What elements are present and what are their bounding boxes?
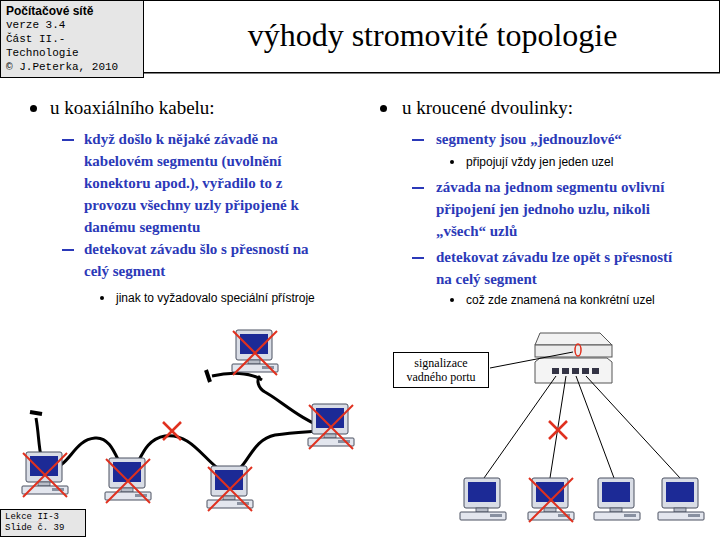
header-box: Počítačové sítěverze 3.4Část II.-Technol… xyxy=(0,0,144,78)
node-text: signalizace vadného portu xyxy=(398,356,484,384)
bullet-marker xyxy=(380,105,387,112)
bullet-text: připojují vždy jen jeden uzel xyxy=(466,152,706,172)
bullet-text: detekovat závadu lze opět s přesností na… xyxy=(436,246,686,290)
leader-line xyxy=(490,352,573,368)
node-text: Počítačové sítě xyxy=(6,4,138,18)
callout-box: signalizace vadného portu xyxy=(393,352,489,388)
hub-icon xyxy=(535,333,612,383)
bullet-marker xyxy=(30,105,37,112)
footer-box: Lekce II-3Slide č. 39 xyxy=(0,509,86,537)
bullet-heading: u kroucené dvoulinky: xyxy=(402,97,702,119)
bullet-text: závada na jednom segmentu ovlivní připoj… xyxy=(436,176,676,242)
node-text: © J.Peterka, 2010 xyxy=(6,60,138,74)
dash-marker xyxy=(62,139,74,141)
dash-marker xyxy=(62,249,74,251)
node-text: Slide č. 39 xyxy=(5,523,81,534)
bullet-marker xyxy=(450,160,454,164)
computer-icon xyxy=(460,478,704,520)
bullet-text: detekovat závadu šlo s přesností na celý… xyxy=(84,238,334,282)
node-text: Lekce II-3 xyxy=(5,512,81,523)
dash-marker xyxy=(412,257,424,259)
bullet-text: segmenty jsou „jednouzlové“ xyxy=(436,128,706,150)
failure-cross xyxy=(23,331,353,511)
failure-cross xyxy=(529,421,573,522)
bullet-text: když došlo k nějaké závadě na kabelovém … xyxy=(84,128,334,238)
dash-marker xyxy=(412,139,424,141)
dash-marker xyxy=(412,187,424,189)
bullet-marker xyxy=(100,296,104,300)
bullet-marker xyxy=(450,298,454,302)
slide-title: výhody stromovité topologie xyxy=(145,16,720,54)
bullet-text: jinak to vyžadovalo speciální přístroje xyxy=(116,288,316,308)
bullet-text: což zde znamená na konkrétní uzel xyxy=(466,290,676,310)
coax-segment xyxy=(30,370,330,474)
bullet-heading: u koaxiálního kabelu: xyxy=(50,97,340,119)
node-text: Část II.-Technologie xyxy=(6,32,138,60)
twisted-pair xyxy=(484,376,680,478)
computer-icon xyxy=(22,330,354,508)
node-text: verze 3.4 xyxy=(6,18,138,32)
